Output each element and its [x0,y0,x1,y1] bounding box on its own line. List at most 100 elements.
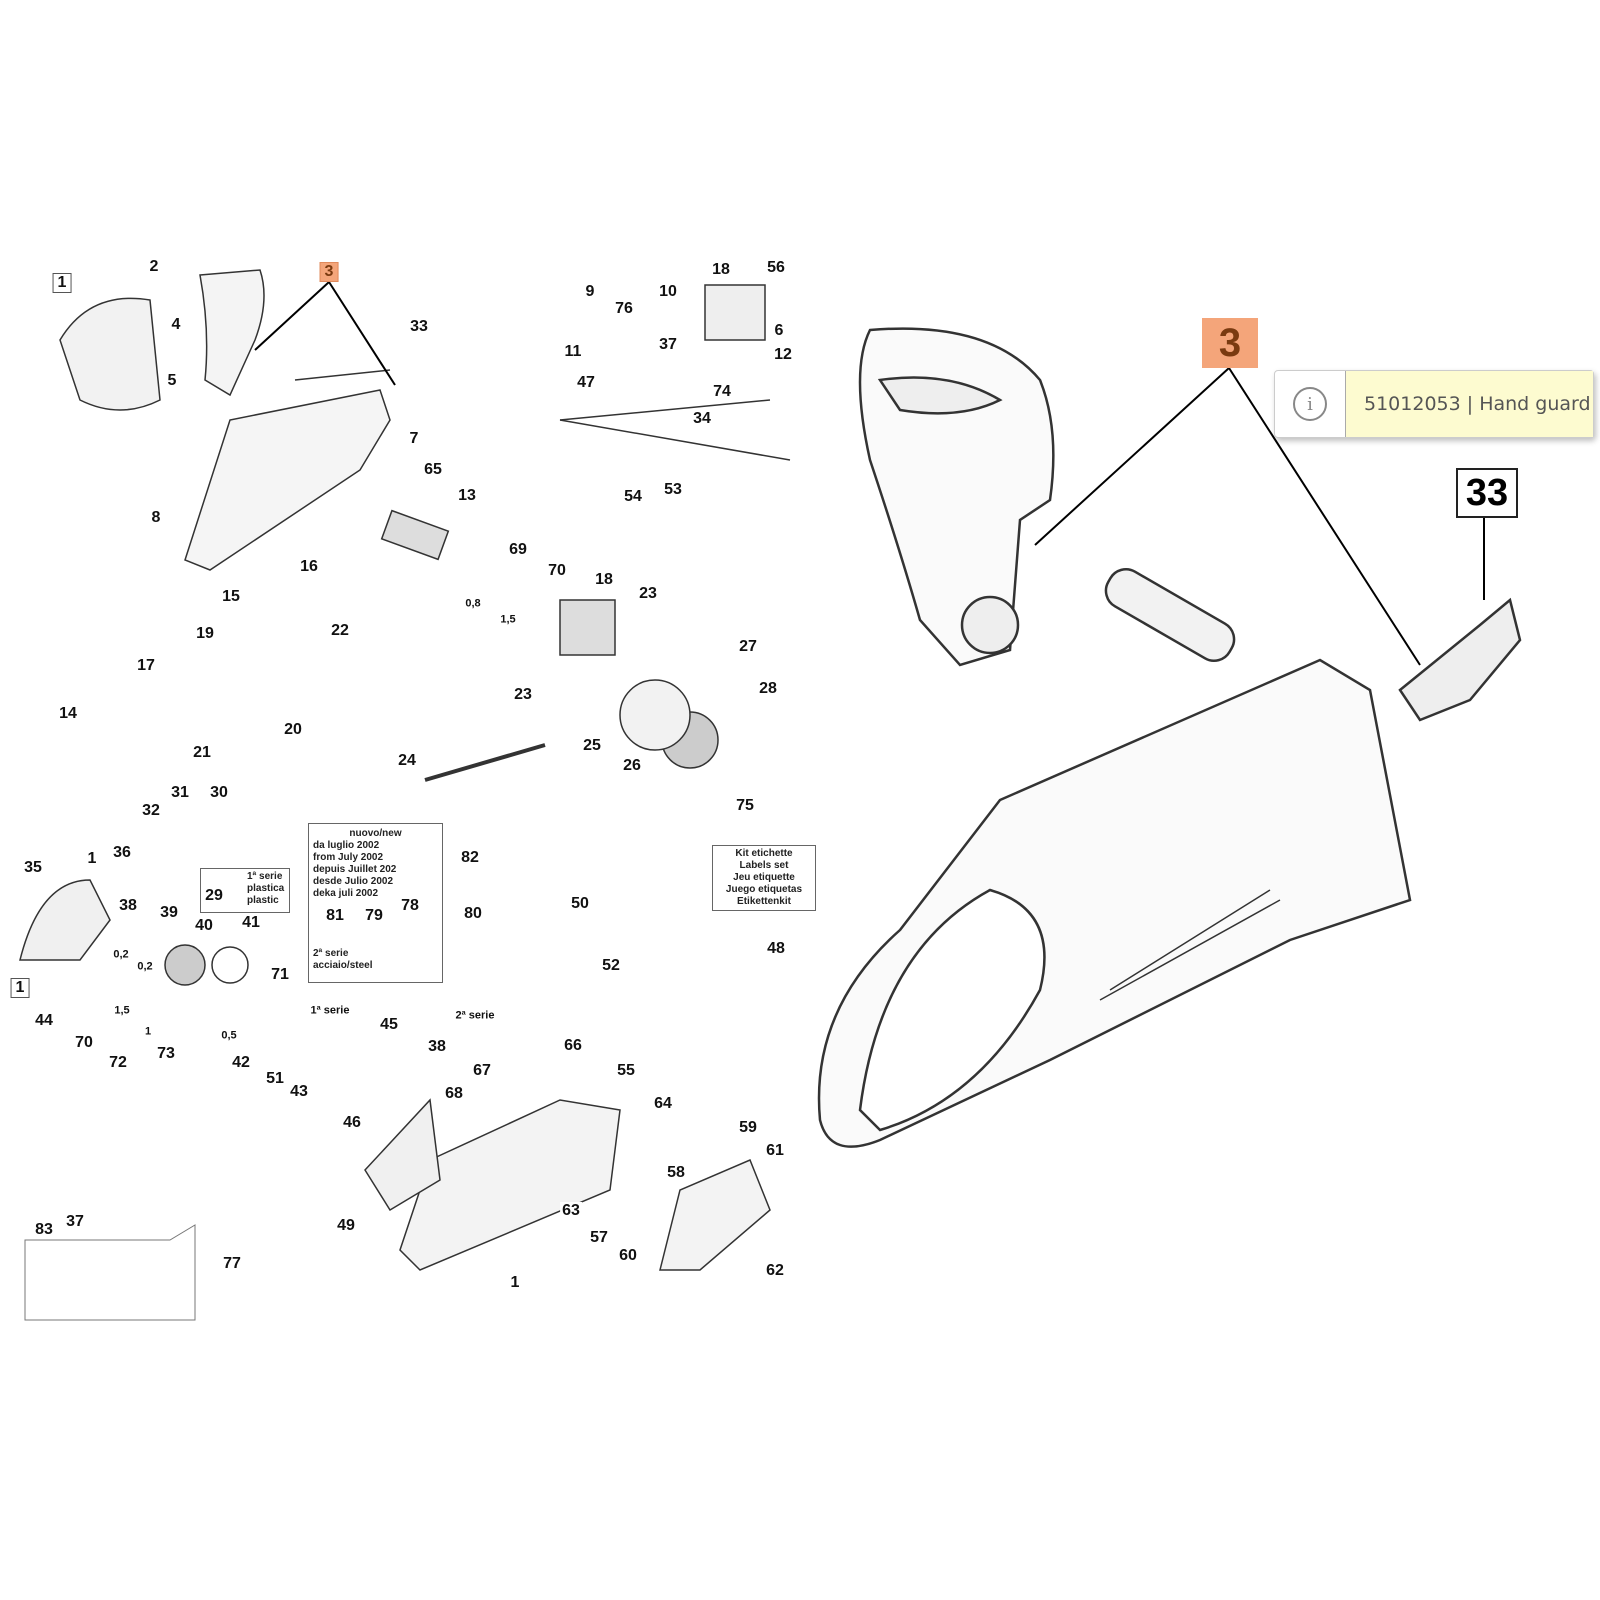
part-callout[interactable]: 12 [772,346,794,364]
part-callout[interactable]: 6 [772,322,786,340]
part-callout[interactable]: 33 [408,318,430,336]
part-callout[interactable]: 70 [546,562,568,580]
part-callout[interactable]: 18 [593,571,615,589]
part-callout[interactable]: 72 [107,1054,129,1072]
part-callout[interactable]: 1 [142,1025,154,1039]
part-callout[interactable]: 23 [512,686,534,704]
part-callout[interactable]: 58 [665,1164,687,1182]
part-callout[interactable]: 44 [33,1012,55,1030]
part-callout[interactable]: 18 [710,261,732,279]
part-callout[interactable]: 1 [52,273,72,293]
part-callout[interactable]: 19 [194,625,216,643]
part-33-callout[interactable]: 33 [1456,468,1518,518]
part-callout[interactable]: 24 [396,752,418,770]
part-callout[interactable]: 76 [613,300,635,318]
part-callout[interactable]: 54 [622,488,644,506]
part-callout[interactable]: 60 [617,1247,639,1265]
part-callout[interactable]: 66 [562,1037,584,1055]
part-callout[interactable]: 1 [508,1274,522,1292]
part-callout[interactable]: 40 [193,917,215,935]
part-callout[interactable]: 5 [165,372,179,390]
part-callout[interactable]: 28 [757,680,779,698]
part-callout[interactable]: 64 [652,1095,674,1113]
part-callout[interactable]: 55 [615,1062,637,1080]
part-callout[interactable]: 83 [33,1221,55,1239]
part-callout[interactable]: 52 [600,957,622,975]
part-callout[interactable]: 1,5 [112,1004,132,1018]
part-callout[interactable]: 65 [422,461,444,479]
part-callout[interactable]: 0,2 [111,948,131,962]
part-callout[interactable]: 30 [208,784,230,802]
part-callout[interactable]: 51 [264,1070,286,1088]
part-callout[interactable]: 42 [230,1054,252,1072]
part-callout[interactable]: 4 [169,316,183,334]
part-callout[interactable]: 53 [662,481,684,499]
part-callout[interactable]: 50 [569,895,591,913]
part-callout[interactable]: 43 [288,1083,310,1101]
part-callout[interactable]: 1 [85,850,99,868]
part-callout[interactable]: 1 [10,978,30,998]
part-callout[interactable]: 61 [764,1142,786,1160]
part-callout[interactable]: 37 [64,1213,86,1231]
part-callout[interactable]: 71 [269,966,291,984]
part-callout[interactable]: 35 [22,859,44,877]
part-callout[interactable]: 38 [117,897,139,915]
part-callout[interactable]: 25 [581,737,603,755]
part-callout[interactable]: 26 [621,757,643,775]
part-callout[interactable]: 57 [588,1229,610,1247]
part-callout[interactable]: 67 [471,1062,493,1080]
part-callout[interactable]: 46 [341,1114,363,1132]
part-callout[interactable]: 29 [203,887,225,905]
part-callout[interactable]: 69 [507,541,529,559]
part-callout[interactable]: 15 [220,588,242,606]
part-callout[interactable]: 0,2 [135,960,155,974]
part-callout[interactable]: 48 [765,940,787,958]
part-callout[interactable]: 11 [562,343,584,361]
part-callout[interactable]: 9 [583,283,597,301]
part-callout[interactable]: 81 [324,907,346,925]
part-callout[interactable]: 3 [319,262,339,282]
part-callout[interactable]: 1,5 [498,613,518,627]
part-callout[interactable]: 7 [407,430,421,448]
part-callout[interactable]: 78 [399,897,421,915]
part-callout[interactable]: 63 [560,1202,582,1220]
part-callout[interactable]: 32 [140,802,162,820]
part-callout[interactable]: 68 [443,1085,465,1103]
part-callout[interactable]: 70 [73,1034,95,1052]
part-callout[interactable]: 27 [737,638,759,656]
part-callout[interactable]: 34 [691,410,713,428]
part-callout[interactable]: 23 [637,585,659,603]
hand-guard-callout-highlighted[interactable]: 3 [1202,318,1258,368]
part-callout[interactable]: 82 [459,849,481,867]
part-callout[interactable]: 10 [657,283,679,301]
part-callout[interactable]: 45 [378,1016,400,1034]
part-callout[interactable]: 47 [575,374,597,392]
part-callout[interactable]: 17 [135,657,157,675]
part-callout[interactable]: 0,8 [463,597,483,611]
part-callout[interactable]: 80 [462,905,484,923]
part-callout[interactable]: 75 [734,797,756,815]
part-callout[interactable]: 16 [298,558,320,576]
part-callout[interactable]: 79 [363,907,385,925]
part-callout[interactable]: 41 [240,914,262,932]
part-callout[interactable]: 31 [169,784,191,802]
part-callout[interactable]: 62 [764,1262,786,1280]
part-callout[interactable]: 39 [158,904,180,922]
part-callout[interactable]: 59 [737,1119,759,1137]
part-callout[interactable]: 74 [711,383,733,401]
part-callout[interactable]: 73 [155,1045,177,1063]
part-callout[interactable]: 37 [657,336,679,354]
part-callout[interactable]: 2 [147,258,161,276]
part-callout[interactable]: 0,5 [219,1029,239,1043]
part-callout[interactable]: 13 [456,487,478,505]
part-callout[interactable]: 8 [149,509,163,527]
part-callout[interactable]: 56 [765,259,787,277]
part-callout[interactable]: 38 [426,1038,448,1056]
part-callout[interactable]: 14 [57,705,79,723]
part-callout[interactable]: 77 [221,1255,243,1273]
part-callout[interactable]: 36 [111,844,133,862]
part-callout[interactable]: 21 [191,744,213,762]
part-callout[interactable]: 49 [335,1217,357,1235]
part-callout[interactable]: 20 [282,721,304,739]
part-callout[interactable]: 22 [329,622,351,640]
